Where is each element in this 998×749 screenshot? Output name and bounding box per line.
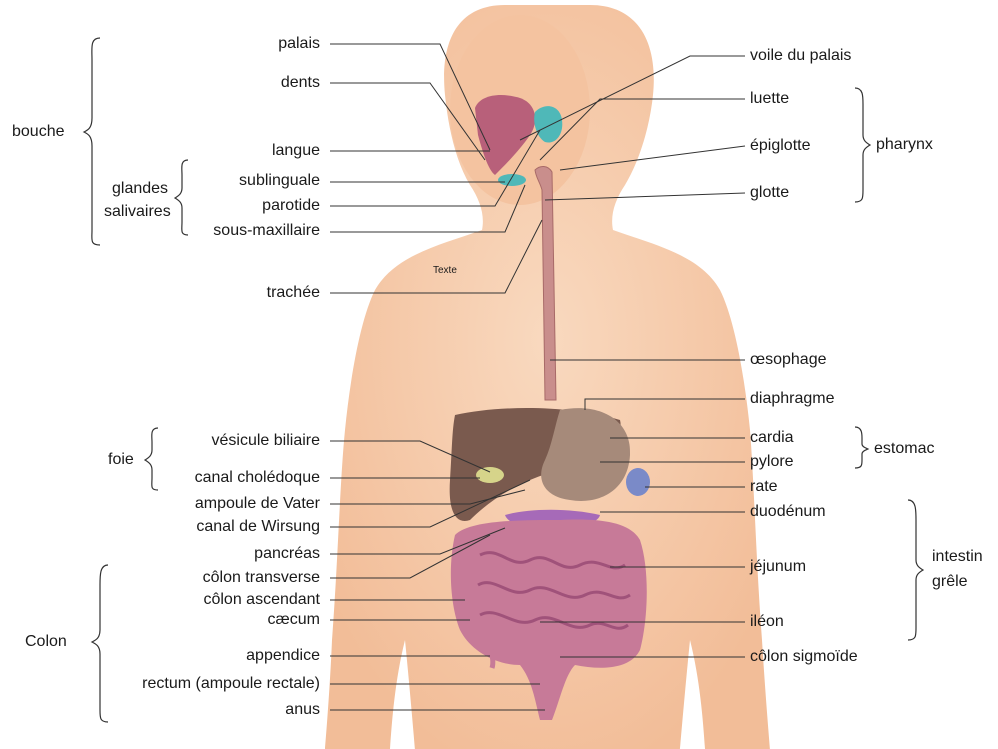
label-luette: luette <box>750 90 789 108</box>
group-estomac: estomac <box>874 440 934 458</box>
label-diaphragme: diaphragme <box>750 390 835 408</box>
group-bouche: bouche <box>12 123 65 141</box>
group-foie: foie <box>108 451 134 469</box>
label-glotte: glotte <box>750 184 789 202</box>
label-colon-ascendant: côlon ascendant <box>203 591 320 609</box>
group-salivaires: salivaires <box>104 203 171 221</box>
group-intestin: intestin <box>932 548 983 566</box>
label-parotide: parotide <box>262 197 320 215</box>
label-voile-du-palais: voile du palais <box>750 47 851 65</box>
spleen <box>626 468 650 496</box>
label-rectum: rectum (ampoule rectale) <box>142 675 320 693</box>
label-canal-de-wirsung: canal de Wirsung <box>196 518 320 536</box>
group-colon: Colon <box>25 633 67 651</box>
label-colon-sigmoide: côlon sigmoïde <box>750 648 858 666</box>
group-grele: grêle <box>932 573 968 591</box>
gallbladder <box>476 467 504 483</box>
sublingual-gland <box>498 174 526 186</box>
label-oesophage: œsophage <box>750 351 827 369</box>
label-anus: anus <box>285 701 320 719</box>
label-ampoule-de-vater: ampoule de Vater <box>195 495 320 513</box>
label-rate: rate <box>750 478 778 496</box>
label-caecum: cæcum <box>268 611 320 629</box>
label-duodenum: duodénum <box>750 503 826 521</box>
label-vesicule-biliaire: vésicule biliaire <box>212 432 321 450</box>
body-text-placeholder: Texte <box>433 262 457 280</box>
appendix <box>490 645 493 668</box>
group-glandes: glandes <box>112 180 168 198</box>
label-canal-choledoque: canal cholédoque <box>195 469 320 487</box>
label-ileon: iléon <box>750 613 784 631</box>
label-palais: palais <box>278 35 320 53</box>
label-pylore: pylore <box>750 453 794 471</box>
label-appendice: appendice <box>246 647 320 665</box>
label-sublinguale: sublinguale <box>239 172 320 190</box>
label-jejunum: jéjunum <box>750 558 806 576</box>
label-langue: langue <box>272 142 320 160</box>
label-colon-transverse: côlon transverse <box>203 569 320 587</box>
group-pharynx: pharynx <box>876 136 933 154</box>
label-cardia: cardia <box>750 429 794 447</box>
label-dents: dents <box>281 74 320 92</box>
label-trachee: trachée <box>267 284 320 302</box>
label-epiglotte: épiglotte <box>750 137 811 155</box>
label-pancreas: pancréas <box>254 545 320 563</box>
label-sous-maxillaire: sous-maxillaire <box>213 222 320 240</box>
